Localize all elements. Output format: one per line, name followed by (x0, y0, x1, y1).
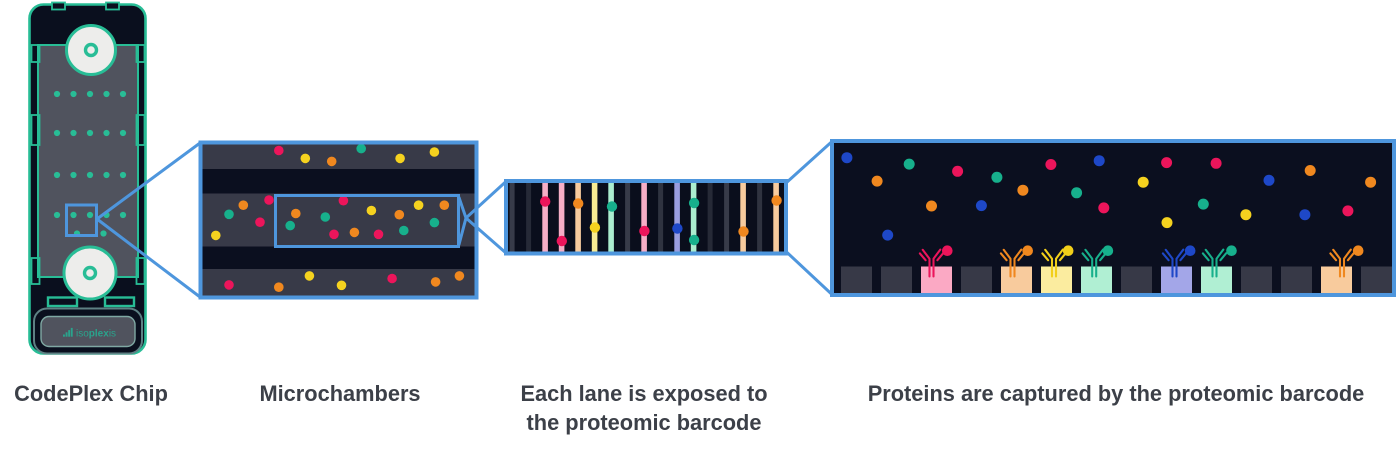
svg-text:CodePlex Chip: CodePlex Chip (14, 381, 168, 406)
svg-text:isoplexis: isoplexis (76, 329, 116, 340)
svg-text:Microchambers: Microchambers (259, 381, 420, 406)
svg-text:the proteomic barcode: the proteomic barcode (527, 410, 762, 435)
svg-text:Proteins are captured by the p: Proteins are captured by the proteomic b… (868, 381, 1365, 406)
svg-text:Each lane is exposed to: Each lane is exposed to (520, 381, 767, 406)
